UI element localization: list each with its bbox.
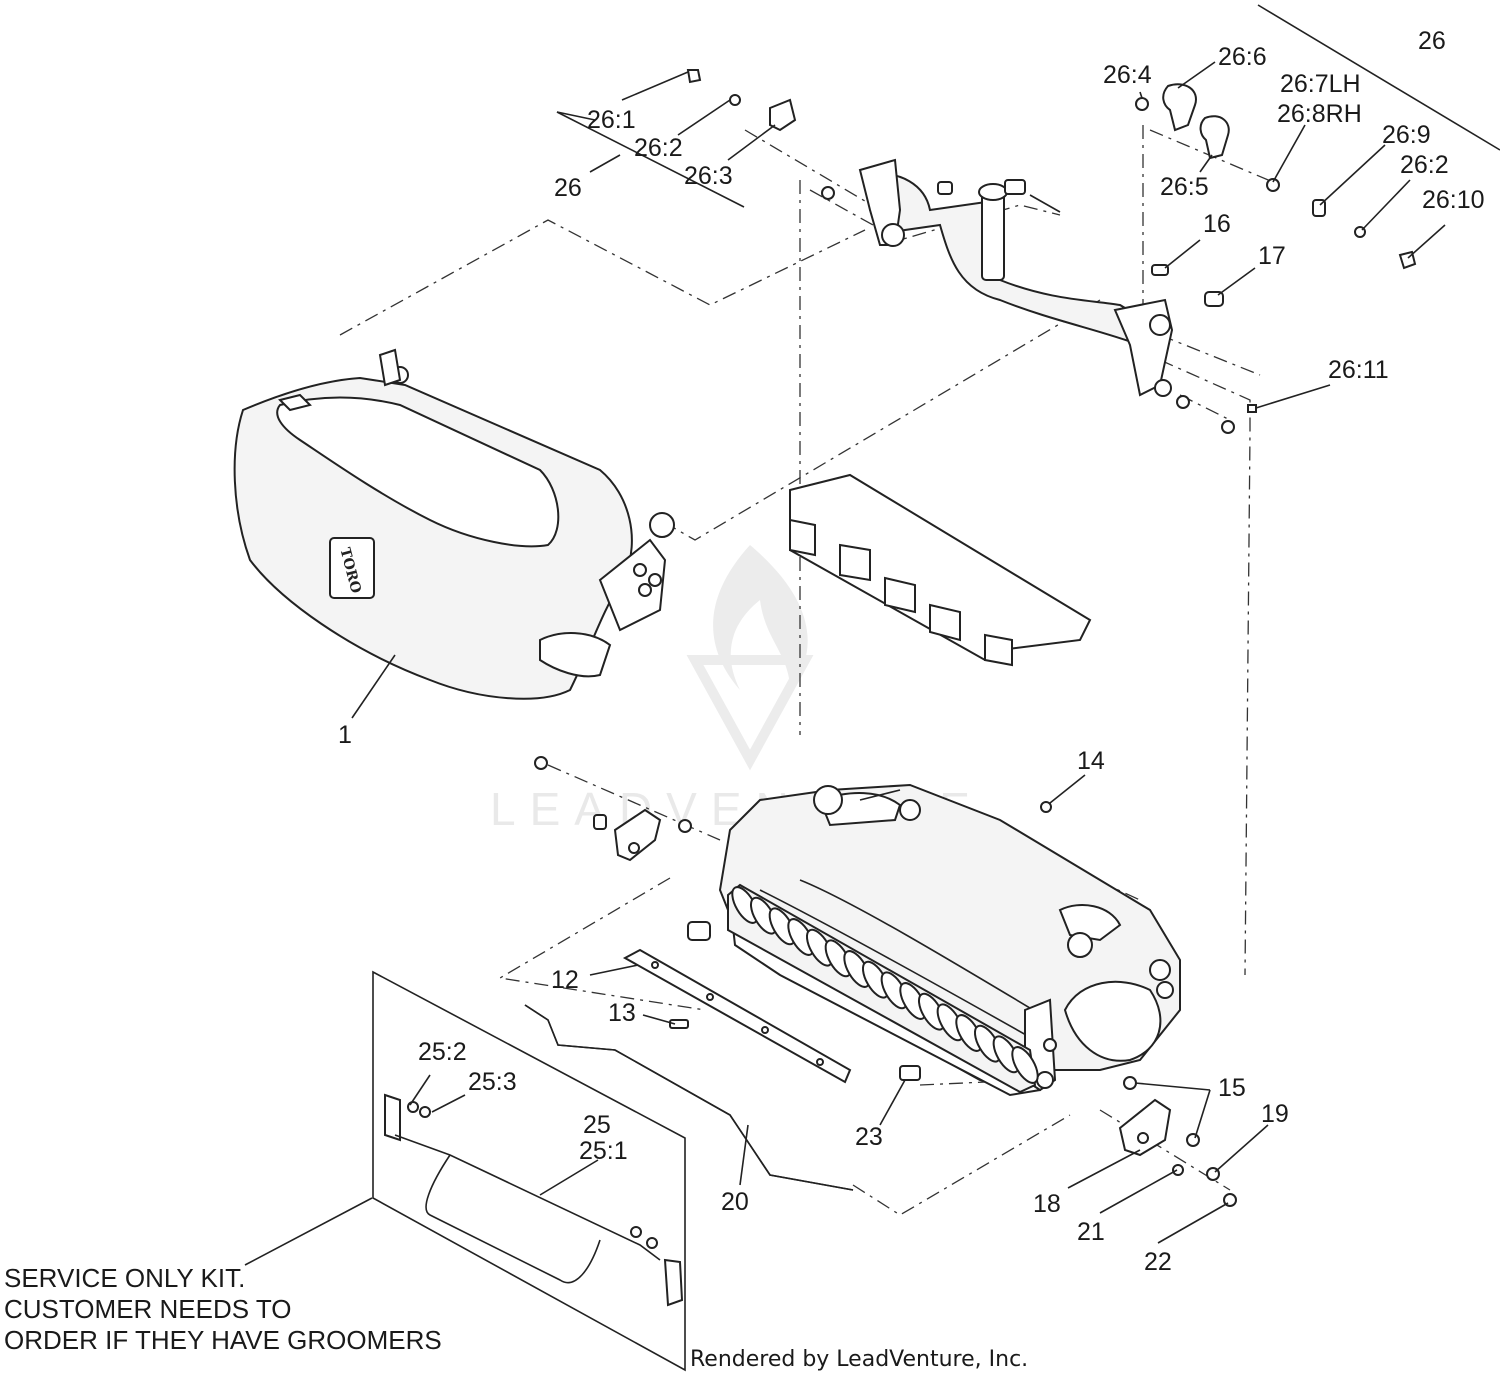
callout-26-right: 26 bbox=[1418, 27, 1446, 55]
callout-25-3: 25:3 bbox=[468, 1068, 517, 1096]
callout-25-1: 25:1 bbox=[579, 1137, 628, 1165]
linkage-arm-assembly bbox=[858, 158, 1174, 397]
callout-26-3: 26:3 bbox=[684, 162, 733, 190]
callout-12: 12 bbox=[551, 966, 579, 994]
credit-text: Rendered by LeadVenture, Inc. bbox=[690, 1347, 1028, 1372]
service-note: SERVICE ONLY KIT. CUSTOMER NEEDS TO ORDE… bbox=[4, 1263, 442, 1355]
leadventure-flame-icon bbox=[686, 545, 814, 771]
callout-15: 15 bbox=[1218, 1074, 1246, 1102]
roller-rib bbox=[1011, 1046, 1039, 1084]
groomer-rod bbox=[524, 1004, 854, 1191]
callout-25: 25 bbox=[583, 1111, 611, 1139]
group-brackets bbox=[556, 4, 1500, 208]
shield-plate bbox=[789, 473, 1092, 667]
callout-26-2-right: 26:2 bbox=[1400, 151, 1449, 179]
hardware-top bbox=[686, 69, 1417, 434]
callout-18: 18 bbox=[1033, 1190, 1061, 1218]
callout-26-left: 26 bbox=[554, 174, 582, 202]
callout-25-2: 25:2 bbox=[418, 1038, 467, 1066]
callout-26-6: 26:6 bbox=[1218, 43, 1267, 71]
callout-26-2-left: 26:2 bbox=[634, 134, 683, 162]
callout-22: 22 bbox=[1144, 1248, 1172, 1276]
callout-26-4: 26:4 bbox=[1103, 61, 1152, 89]
callout-13: 13 bbox=[608, 999, 636, 1027]
callout-14: 14 bbox=[1077, 747, 1105, 775]
callout-26-10: 26:10 bbox=[1422, 186, 1485, 214]
service-kit-box bbox=[372, 970, 686, 1372]
callout-26-9: 26:9 bbox=[1382, 121, 1431, 149]
front-roller bbox=[727, 883, 1039, 1094]
callout-26-11: 26:11 bbox=[1328, 356, 1389, 384]
callouts: 26 26:6 26:4 26:7LH 26:8RH 26:9 26:2 26:… bbox=[338, 27, 1485, 1276]
leader-lines bbox=[244, 61, 1446, 1266]
note-line-3: ORDER IF THEY HAVE GROOMERS bbox=[4, 1325, 442, 1355]
callout-21: 21 bbox=[1077, 1218, 1105, 1246]
note-line-1: SERVICE ONLY KIT. bbox=[4, 1263, 245, 1293]
callout-17: 17 bbox=[1258, 242, 1286, 270]
callout-16: 16 bbox=[1203, 210, 1231, 238]
callout-20: 20 bbox=[721, 1188, 749, 1216]
callout-23: 23 bbox=[855, 1123, 883, 1151]
callout-26-1: 26:1 bbox=[587, 106, 636, 134]
callout-26-7lh: 26:7LH bbox=[1280, 70, 1361, 98]
note-line-2: CUSTOMER NEEDS TO bbox=[4, 1294, 292, 1324]
grass-catcher-basket: TORO bbox=[233, 348, 675, 700]
callout-26-5: 26:5 bbox=[1160, 173, 1209, 201]
callout-1: 1 bbox=[338, 721, 352, 749]
callout-26-8rh: 26:8RH bbox=[1277, 100, 1362, 128]
callout-19: 19 bbox=[1261, 1100, 1289, 1128]
